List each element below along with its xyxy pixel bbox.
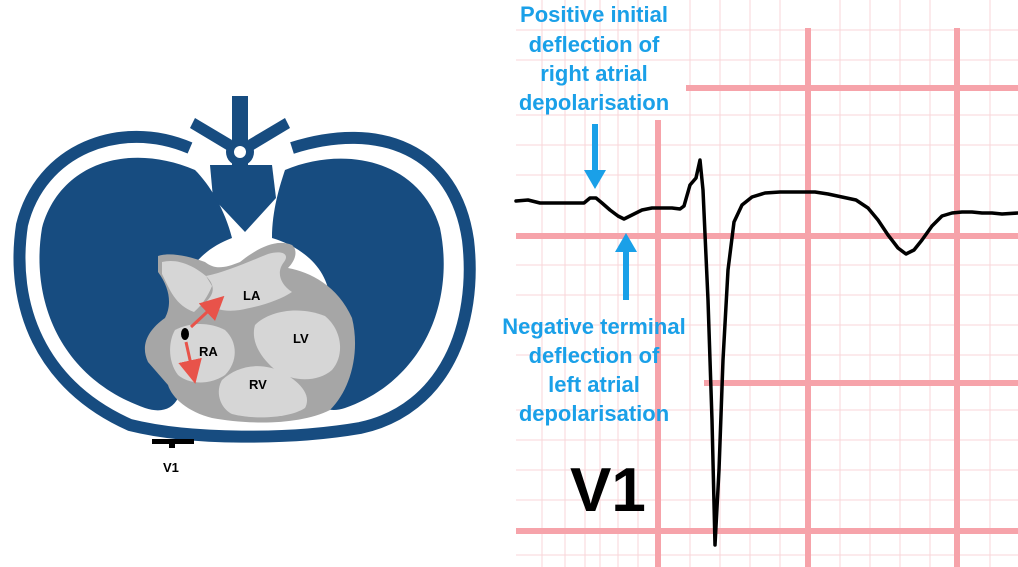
annotation-rad: Positive initial deflection of right atr…: [519, 2, 669, 189]
ecg-panel: Positive initial deflection of right atr…: [502, 0, 1018, 567]
annotation-bottom-line3: left atrial: [548, 372, 640, 397]
annotation-bottom-line4: depolarisation: [519, 401, 669, 426]
chest-wall: [13, 130, 476, 443]
annotation-bottom-line2: deflection of: [529, 343, 660, 368]
ecg-grid: [516, 0, 1018, 567]
grid-minor: [516, 0, 1018, 567]
annotation-top-line1: Positive initial: [520, 2, 668, 27]
trachea: [190, 96, 290, 232]
left-lung: [272, 158, 444, 410]
sa-node: [181, 328, 189, 340]
arrow-down-icon: [584, 124, 606, 189]
annotation-top-line4: depolarisation: [519, 90, 669, 115]
thorax-cross-section: LA RA LV RV V1: [13, 96, 476, 475]
heart: LA RA LV RV: [144, 242, 356, 423]
electrode-label: V1: [163, 460, 179, 475]
annotation-bottom-line1: Negative terminal: [502, 314, 685, 339]
grid-major: [516, 28, 1018, 567]
arrow-to-right-atrium: [178, 341, 202, 384]
left-ventricle: [253, 310, 341, 380]
left-atrium: [206, 252, 292, 311]
lead-label-v1: V1: [570, 456, 646, 525]
annotation-top-line3: right atrial: [540, 61, 648, 86]
arrow-to-left-atrium: [189, 295, 225, 329]
ecg-trace: [514, 158, 1018, 547]
label-la: LA: [243, 288, 261, 303]
v1-electrode: V1: [152, 439, 194, 475]
arrow-up-icon: [615, 233, 637, 300]
right-lung: [39, 157, 232, 411]
annotation-top-line2: deflection of: [529, 32, 660, 57]
annotation-lad: Negative terminal deflection of left atr…: [502, 233, 686, 426]
label-ra: RA: [199, 344, 218, 359]
label-rv: RV: [249, 377, 267, 392]
right-ventricle: [218, 366, 308, 418]
label-lv: LV: [293, 331, 309, 346]
